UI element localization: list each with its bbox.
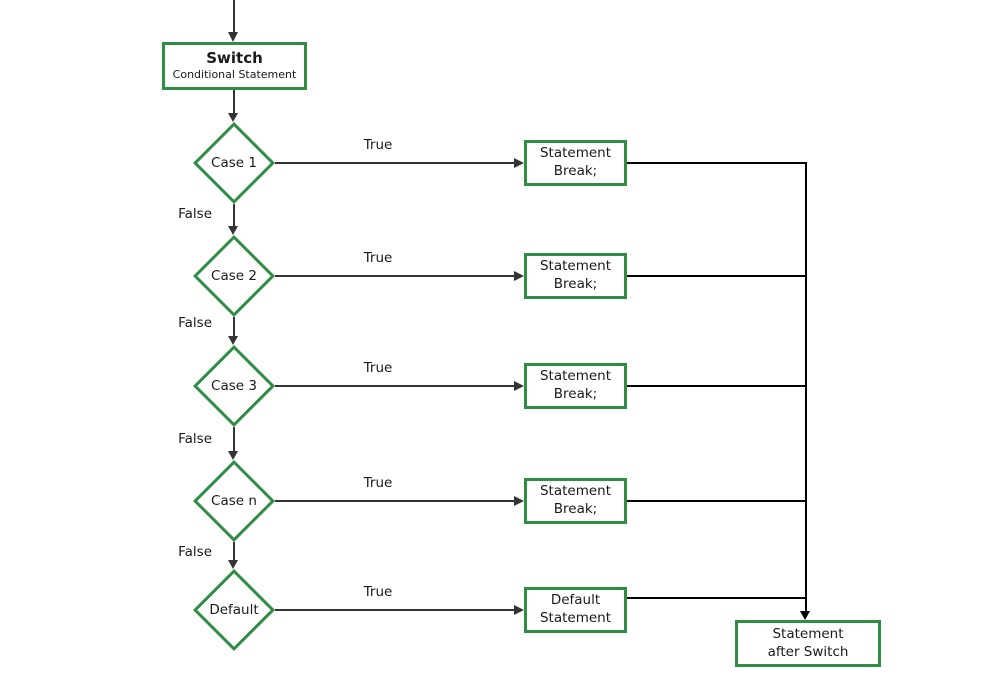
entry-arrowhead-icon <box>228 32 238 42</box>
case-1-diamond: Case 1 <box>192 121 276 205</box>
false-arrowhead-4-icon <box>228 560 238 569</box>
end-label: Statement after Switch <box>767 625 849 660</box>
true-line-4 <box>275 500 514 502</box>
true-arrowhead-5-icon <box>514 605 524 615</box>
merge-arrowhead-icon <box>800 611 810 620</box>
statement-label-4: Statement Break; <box>539 483 612 517</box>
switch-title: Switch <box>206 49 263 68</box>
statement-box-2: Statement Break; <box>524 253 627 299</box>
false-line-4 <box>233 542 235 560</box>
true-label-5: True <box>363 584 393 600</box>
statement-box-1: Statement Break; <box>524 140 627 186</box>
true-arrowhead-4-icon <box>514 496 524 506</box>
merge-connector-4 <box>627 500 806 502</box>
merge-trunk-line <box>805 162 807 611</box>
true-label-4: True <box>363 475 393 491</box>
false-line-2 <box>233 317 235 336</box>
false-label-1: False <box>178 206 212 222</box>
false-label-4: False <box>178 544 212 560</box>
default-diamond: Default <box>192 568 276 652</box>
case-2-diamond: Case 2 <box>192 234 276 318</box>
false-arrowhead-2-icon <box>228 336 238 345</box>
true-label-2: True <box>363 250 393 266</box>
statement-box-4: Statement Break; <box>524 478 627 524</box>
switch-to-case1-arrowhead-icon <box>228 113 238 122</box>
switch-to-case1-line <box>233 90 235 113</box>
case-3-diamond: Case 3 <box>192 344 276 428</box>
merge-connector-3 <box>627 385 806 387</box>
true-label-1: True <box>363 137 393 153</box>
true-label-3: True <box>363 360 393 376</box>
false-line-1 <box>233 204 235 226</box>
true-arrowhead-3-icon <box>514 381 524 391</box>
switch-node: Switch Conditional Statement <box>162 42 307 90</box>
false-line-3 <box>233 427 235 451</box>
statement-label-3: Statement Break; <box>539 368 612 402</box>
case-1-label: Case 1 <box>211 155 257 171</box>
true-line-2 <box>275 275 514 277</box>
false-label-3: False <box>178 431 212 447</box>
default-statement-box: Default Statement <box>524 587 627 633</box>
statement-label-2: Statement Break; <box>539 258 612 292</box>
false-arrowhead-1-icon <box>228 226 238 235</box>
false-label-2: False <box>178 315 212 331</box>
default-label: Default <box>209 602 259 618</box>
switch-subtitle: Conditional Statement <box>172 68 297 82</box>
merge-connector-5 <box>627 597 806 599</box>
case-n-diamond: Case n <box>192 459 276 543</box>
case-n-label: Case n <box>211 493 257 509</box>
merge-connector-2 <box>627 275 806 277</box>
true-line-3 <box>275 385 514 387</box>
default-statement-label: Default Statement <box>539 592 612 626</box>
case-2-label: Case 2 <box>211 268 257 284</box>
end-node: Statement after Switch <box>735 620 881 667</box>
true-arrowhead-2-icon <box>514 271 524 281</box>
true-arrowhead-1-icon <box>514 158 524 168</box>
entry-line <box>233 0 235 32</box>
statement-label-1: Statement Break; <box>539 145 612 179</box>
case-3-label: Case 3 <box>211 378 257 394</box>
statement-box-3: Statement Break; <box>524 363 627 409</box>
true-line-1 <box>275 162 514 164</box>
false-arrowhead-3-icon <box>228 451 238 460</box>
true-line-5 <box>275 609 514 611</box>
merge-connector-1 <box>627 162 806 164</box>
